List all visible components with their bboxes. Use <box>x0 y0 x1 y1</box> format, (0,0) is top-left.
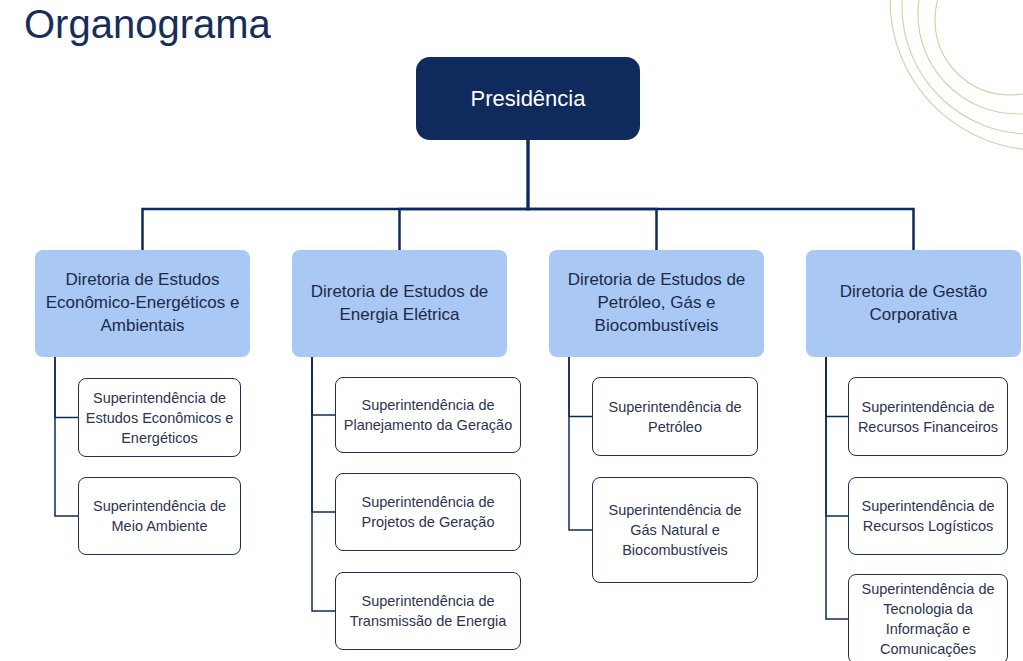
superintendency-box: Superintendência de Estudos Econômicos e… <box>78 378 241 457</box>
org-connector <box>55 357 78 418</box>
org-connector <box>312 357 335 611</box>
org-connector <box>826 357 848 417</box>
superintendency-box: Superintendência de Tecnologia da Inform… <box>848 574 1008 661</box>
superintendency-box: Superintendência de Planejamento da Gera… <box>335 377 521 453</box>
node-label: Superintendência de Meio Ambiente <box>85 496 234 536</box>
node-label: Superintendência de Gás Natural e Biocom… <box>599 500 751 560</box>
superintendency-box: Superintendência de Recursos Financeiros <box>848 377 1008 456</box>
directorate-box: Diretoria de Estudos de Petróleo, Gás e … <box>549 250 764 357</box>
org-connector <box>528 140 914 250</box>
superintendency-box: Superintendência de Projetos de Geração <box>335 473 521 551</box>
org-connector <box>528 140 657 250</box>
org-connector <box>143 140 529 250</box>
org-connector <box>55 357 78 516</box>
org-connector <box>569 357 592 417</box>
org-connector <box>569 357 592 530</box>
node-label: Superintendência de Recursos Logísticos <box>855 496 1001 536</box>
superintendency-box: Superintendência de Recursos Logísticos <box>848 477 1008 555</box>
superintendency-box: Superintendência de Petróleo <box>592 377 758 456</box>
superintendency-box: Superintendência de Gás Natural e Biocom… <box>592 477 758 583</box>
directorate-box: Diretoria de Estudos de Energia Elétrica <box>292 250 507 357</box>
superintendency-box: Superintendência de Transmissão de Energ… <box>335 572 521 650</box>
node-label: Diretoria de Estudos de Energia Elétrica <box>300 281 499 327</box>
org-connector <box>312 357 335 512</box>
node-label: Superintendência de Transmissão de Energ… <box>342 591 514 631</box>
node-label: Diretoria de Estudos Econômico-Energétic… <box>43 269 242 338</box>
node-label: Superintendência de Estudos Econômicos e… <box>85 388 234 448</box>
page-title: Organograma <box>24 2 271 47</box>
node-label: Superintendência de Recursos Financeiros <box>855 397 1001 437</box>
directorate-box: Diretoria de Estudos Econômico-Energétic… <box>35 250 250 357</box>
directorate-box: Diretoria de Gestão Corporativa <box>806 250 1021 357</box>
arc-ornament <box>890 0 1023 150</box>
node-label: Diretoria de Gestão Corporativa <box>814 281 1013 327</box>
node-label: Superintendência de Planejamento da Gera… <box>342 395 514 435</box>
presidency-box: Presidência <box>416 57 640 140</box>
superintendency-box: Superintendência de Meio Ambiente <box>78 477 241 555</box>
org-connector <box>826 357 848 516</box>
node-label: Diretoria de Estudos de Petróleo, Gás e … <box>557 269 756 338</box>
node-label: Superintendência de Projetos de Geração <box>342 492 514 532</box>
org-connector <box>312 357 335 415</box>
node-label: Superintendência de Petróleo <box>599 397 751 437</box>
node-label: Presidência <box>471 86 586 112</box>
org-connector <box>826 357 848 619</box>
org-connector <box>400 140 529 250</box>
node-label: Superintendência de Tecnologia da Inform… <box>855 579 1001 659</box>
